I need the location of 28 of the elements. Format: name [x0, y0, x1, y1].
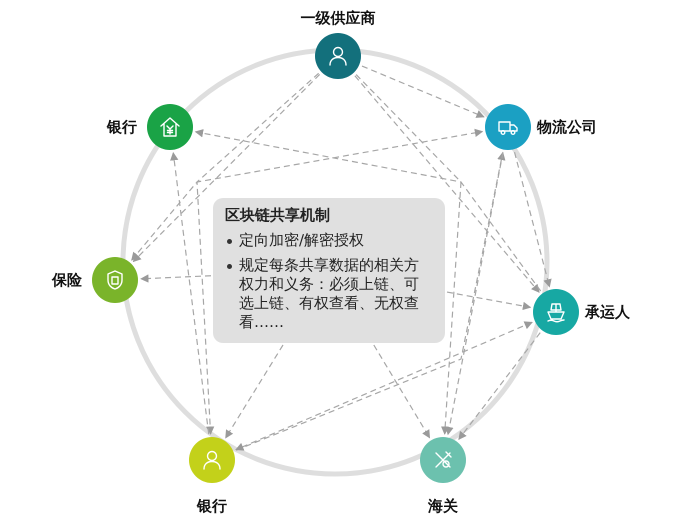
arrow: [170, 152, 210, 434]
bullet-text: 规定每条共享数据的相关方权力和义务：必须上链、可选上链、有权查看、无权查看……: [239, 256, 420, 332]
bullet-text: 定向加密/解密授权: [239, 231, 366, 250]
node-label: 一级供应商: [300, 9, 376, 27]
arrow: [514, 152, 552, 288]
arrow: [235, 321, 533, 451]
arrow: [196, 72, 320, 435]
arrow: [354, 75, 540, 293]
arrow: [356, 74, 462, 435]
node-label: 海关: [428, 497, 458, 515]
node-label: 银行: [197, 497, 227, 515]
arrow: [140, 274, 212, 283]
arrow: [194, 129, 542, 292]
arrow: [458, 332, 541, 440]
node-label: 保险: [52, 271, 82, 289]
box-heading: 区块链共享机制: [225, 206, 331, 225]
arrow: [362, 65, 485, 118]
node-label: 承运人: [585, 303, 630, 321]
arrow: [131, 128, 484, 261]
arrow: [236, 152, 506, 451]
node-label: 银行: [107, 118, 137, 136]
arrow: [446, 291, 532, 310]
node-label: 物流公司: [537, 118, 597, 136]
arrow: [445, 152, 504, 436]
arrow: [373, 344, 430, 438]
info-box: [213, 198, 445, 343]
arrow: [225, 344, 284, 439]
arrow: [132, 74, 320, 262]
